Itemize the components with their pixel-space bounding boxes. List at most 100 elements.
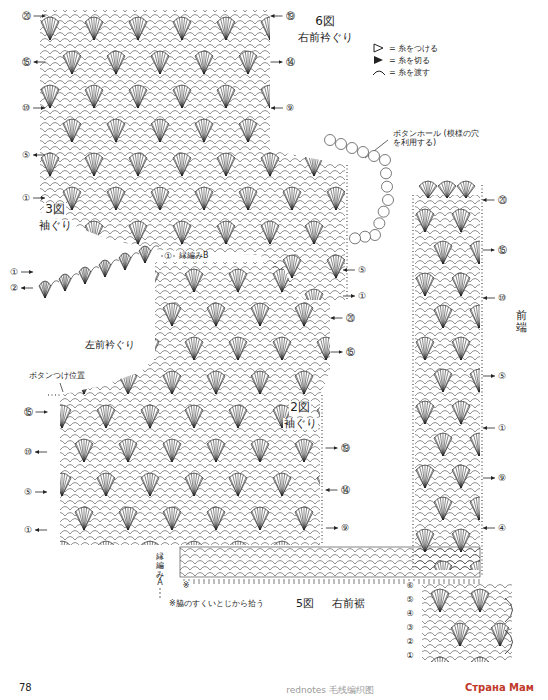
shell-stitch — [261, 85, 279, 108]
shell-stitch — [229, 269, 247, 292]
stitch-strokes — [208, 439, 224, 462]
stitch-strokes — [218, 221, 234, 244]
stitch-strokes — [54, 541, 70, 564]
row-arrow — [483, 376, 495, 377]
legend-text: = 糸を渡す — [389, 67, 430, 78]
stitch-strokes — [108, 187, 124, 210]
shell-stitch — [434, 305, 452, 328]
shell-stitch — [59, 274, 71, 291]
shell-stitch — [151, 187, 169, 210]
shell-stitch — [327, 187, 345, 210]
stitch-strokes — [284, 119, 300, 142]
stitch-strokes — [142, 337, 158, 360]
shell-stitch — [452, 465, 470, 488]
shell-stitch — [273, 473, 291, 496]
stitch-strokes — [130, 153, 146, 176]
stitch-strokes — [120, 507, 136, 530]
chain-loop — [51, 281, 59, 286]
stitch-strokes — [453, 465, 469, 488]
picot — [358, 147, 369, 158]
stitch-strokes — [262, 85, 278, 108]
shell-stitch — [470, 561, 480, 570]
shell-stitch — [431, 589, 449, 612]
shell-stitch — [151, 51, 169, 74]
shell-stitch — [139, 246, 151, 263]
stitch-strokes — [230, 473, 246, 496]
hem-band — [180, 547, 480, 577]
row-number: ⑤ — [497, 371, 507, 381]
stitch-strokes — [164, 439, 180, 462]
shell-group — [53, 269, 335, 564]
shell-stitch — [239, 51, 257, 74]
stitch-strokes — [417, 529, 433, 552]
shell-stitch — [85, 85, 103, 108]
figure-number: 2図 — [289, 401, 311, 415]
shell-stitch — [185, 337, 203, 360]
shell-group — [431, 589, 509, 662]
row-arrow — [33, 198, 45, 199]
stitch-strokes — [262, 153, 278, 176]
legend: = 糸をつける= 糸を切る= 糸を渡す — [372, 42, 438, 78]
row-number: ⑭ — [285, 57, 296, 67]
row-number: ⑳ — [21, 11, 32, 21]
shell-stitch — [119, 507, 137, 530]
row-arrow — [271, 108, 283, 109]
shell-stitch — [119, 253, 131, 270]
shell-stitch — [207, 371, 225, 394]
stitch-strokes — [274, 269, 290, 292]
row-number: ② — [405, 637, 414, 646]
picot — [369, 151, 380, 162]
note-mark: ※ — [182, 581, 191, 590]
shell-stitch — [129, 289, 147, 312]
stitch-strokes — [100, 260, 111, 277]
stitch-strokes — [140, 246, 151, 263]
row-number: ⑤ — [23, 487, 33, 497]
part-name: 前端 — [515, 310, 528, 334]
part-name: 右前裾 — [331, 598, 366, 611]
watermark: Страна Мам — [464, 682, 535, 694]
shell-stitch — [79, 267, 91, 284]
shell-stitch — [63, 119, 81, 142]
stitch-detail — [422, 582, 512, 662]
shell-stitch — [317, 473, 335, 496]
stitch-strokes — [252, 371, 268, 394]
stitch-strokes — [417, 337, 433, 360]
shell-stitch — [416, 529, 434, 552]
row-number: ⑨ — [285, 103, 295, 113]
stitch-strokes — [296, 303, 312, 326]
legend-symbol — [372, 67, 386, 77]
stitch-strokes — [240, 119, 256, 142]
stitch-strokes — [142, 269, 158, 292]
shell-stitch — [416, 337, 434, 360]
stitch-strokes — [64, 51, 80, 74]
row-number: ⑩ — [497, 293, 507, 303]
stitch-strokes — [108, 119, 124, 142]
stitch-strokes — [453, 401, 469, 424]
shell-stitch — [416, 465, 434, 488]
stitch-strokes — [262, 221, 278, 244]
stitch-strokes — [306, 221, 322, 244]
stitch-strokes — [471, 305, 480, 328]
row-arrow — [21, 288, 33, 289]
chain-loop — [131, 253, 139, 258]
legend-row: = 糸を渡す — [372, 66, 438, 78]
stitch-strokes — [284, 187, 300, 210]
page-number: 78 — [18, 682, 33, 694]
stitch-strokes — [296, 371, 312, 394]
shell-stitch — [419, 181, 437, 198]
chain-loop — [111, 260, 119, 265]
stitch-strokes — [186, 337, 202, 360]
piece-6 — [40, 10, 345, 300]
row-number: ⑲ — [340, 443, 351, 453]
row-number: ⑮ — [21, 57, 32, 67]
stitch-strokes — [274, 541, 290, 564]
stitch-strokes — [218, 17, 234, 40]
stitch-strokes — [471, 433, 480, 456]
stitch-strokes — [218, 153, 234, 176]
stitch-strokes — [318, 337, 334, 360]
edging-name: 縁編みA — [155, 553, 165, 588]
shell-stitch — [151, 119, 169, 142]
stitch-strokes — [120, 439, 136, 462]
row-number: ⑨ — [497, 473, 507, 483]
